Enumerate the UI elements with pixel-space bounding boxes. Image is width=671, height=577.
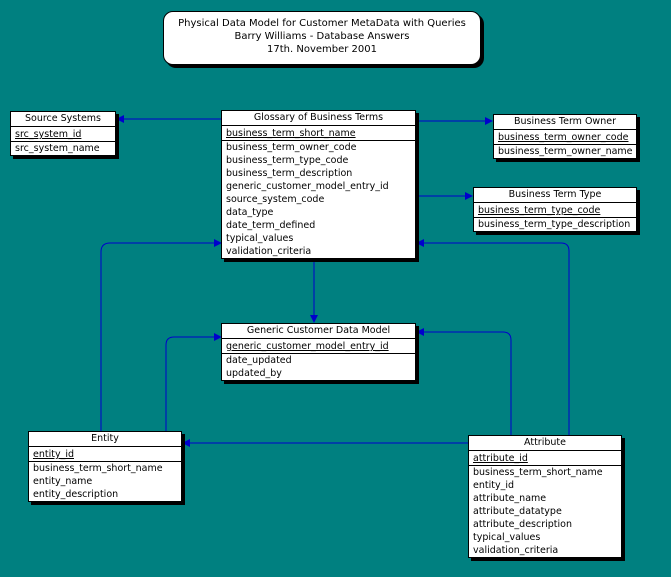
rel-entity-generic	[165, 333, 222, 431]
attribute-field: attribute_description	[473, 519, 573, 530]
attribute-field: attribute_name	[473, 493, 547, 504]
table-source-systems: Source Systems src_system_id src_system_na…	[10, 111, 116, 156]
attribute-section: business_term_type_description	[474, 218, 636, 231]
table-header: Business Term Type	[474, 188, 636, 203]
table-header: Generic Customer Data Model	[222, 324, 415, 339]
primary-key-field: generic_customer_model_entry_id	[226, 341, 389, 352]
primary-key-field: business_term_type_code	[478, 205, 601, 216]
table-header: Entity	[29, 432, 181, 447]
diagram-title: Physical Data Model for Customer MetaDat…	[178, 18, 466, 29]
attribute-field: business_term_type_description	[478, 219, 631, 230]
attribute-field: business_term_short_name	[473, 467, 603, 478]
primary-key-section: business_term_type_code	[474, 203, 636, 218]
primary-key-section: business_term_owner_code	[494, 130, 636, 145]
table-business-term-type: Business Term Type business_term_type_cod…	[473, 187, 637, 232]
attribute-section: src_system_name	[11, 142, 115, 155]
primary-key-section: attribute_id	[469, 451, 621, 466]
attribute-field: updated_by	[226, 368, 282, 379]
attribute-field: date_updated	[226, 355, 292, 366]
table-header: Glossary of Business Terms	[222, 111, 415, 126]
attribute-section: business_term_owner_name	[494, 145, 636, 158]
attribute-field: src_system_name	[15, 143, 100, 154]
attribute-field: entity_description	[33, 489, 119, 500]
table-business-term-owner: Business Term Owner business_term_owner_c…	[493, 114, 637, 159]
diagram-title-box: Physical Data Model for Customer MetaDat…	[163, 11, 481, 65]
table-glossary-of-business-terms: Glossary of Business Terms business_term_…	[221, 110, 416, 259]
attribute-field: typical_values	[473, 532, 541, 543]
attribute-field: business_term_owner_name	[498, 146, 633, 157]
table-header: Source Systems	[11, 112, 115, 127]
attribute-field: business_term_type_code	[226, 155, 349, 166]
attribute-field: entity_name	[33, 476, 93, 487]
primary-key-section: business_term_short_name	[222, 126, 415, 141]
attribute-field: typical_values	[226, 233, 294, 244]
attribute-field: generic_customer_model_entry_id	[226, 181, 389, 192]
attribute-field: entity_id	[473, 480, 514, 491]
rel-attribute-generic	[416, 328, 512, 435]
attribute-field: validation_criteria	[226, 246, 312, 257]
attribute-field: business_term_description	[226, 168, 353, 179]
attribute-section: date_updated updated_by	[222, 354, 415, 380]
attribute-field: source_system_code	[226, 194, 325, 205]
diagram-author: Barry Williams - Database Answers	[234, 31, 410, 42]
primary-key-field: src_system_id	[15, 129, 82, 140]
table-attribute: Attribute attribute_id business_term_short…	[468, 435, 622, 558]
attribute-field: attribute_datatype	[473, 506, 562, 517]
rel-attribute-glossary	[416, 239, 570, 435]
diagram-date: 17th. November 2001	[267, 44, 377, 55]
primary-key-field: business_term_short_name	[226, 128, 356, 139]
attribute-field: business_term_short_name	[33, 463, 163, 474]
attribute-field: data_type	[226, 207, 274, 218]
primary-key-field: attribute_id	[473, 453, 528, 464]
rel-entity-glossary	[100, 239, 222, 431]
primary-key-section: generic_customer_model_entry_id	[222, 339, 415, 354]
primary-key-section: src_system_id	[11, 127, 115, 142]
attribute-section: business_term_owner_code business_term_ty…	[222, 141, 415, 258]
table-header: Business Term Owner	[494, 115, 636, 130]
primary-key-field: entity_id	[33, 449, 74, 460]
attribute-field: validation_criteria	[473, 545, 559, 556]
attribute-field: date_term_defined	[226, 220, 316, 231]
primary-key-section: entity_id	[29, 447, 181, 462]
attribute-field: business_term_owner_code	[226, 142, 357, 153]
primary-key-field: business_term_owner_code	[498, 132, 629, 143]
table-generic-customer-data-model: Generic Customer Data Model generic_custo…	[221, 323, 416, 381]
table-header: Attribute	[469, 436, 621, 451]
